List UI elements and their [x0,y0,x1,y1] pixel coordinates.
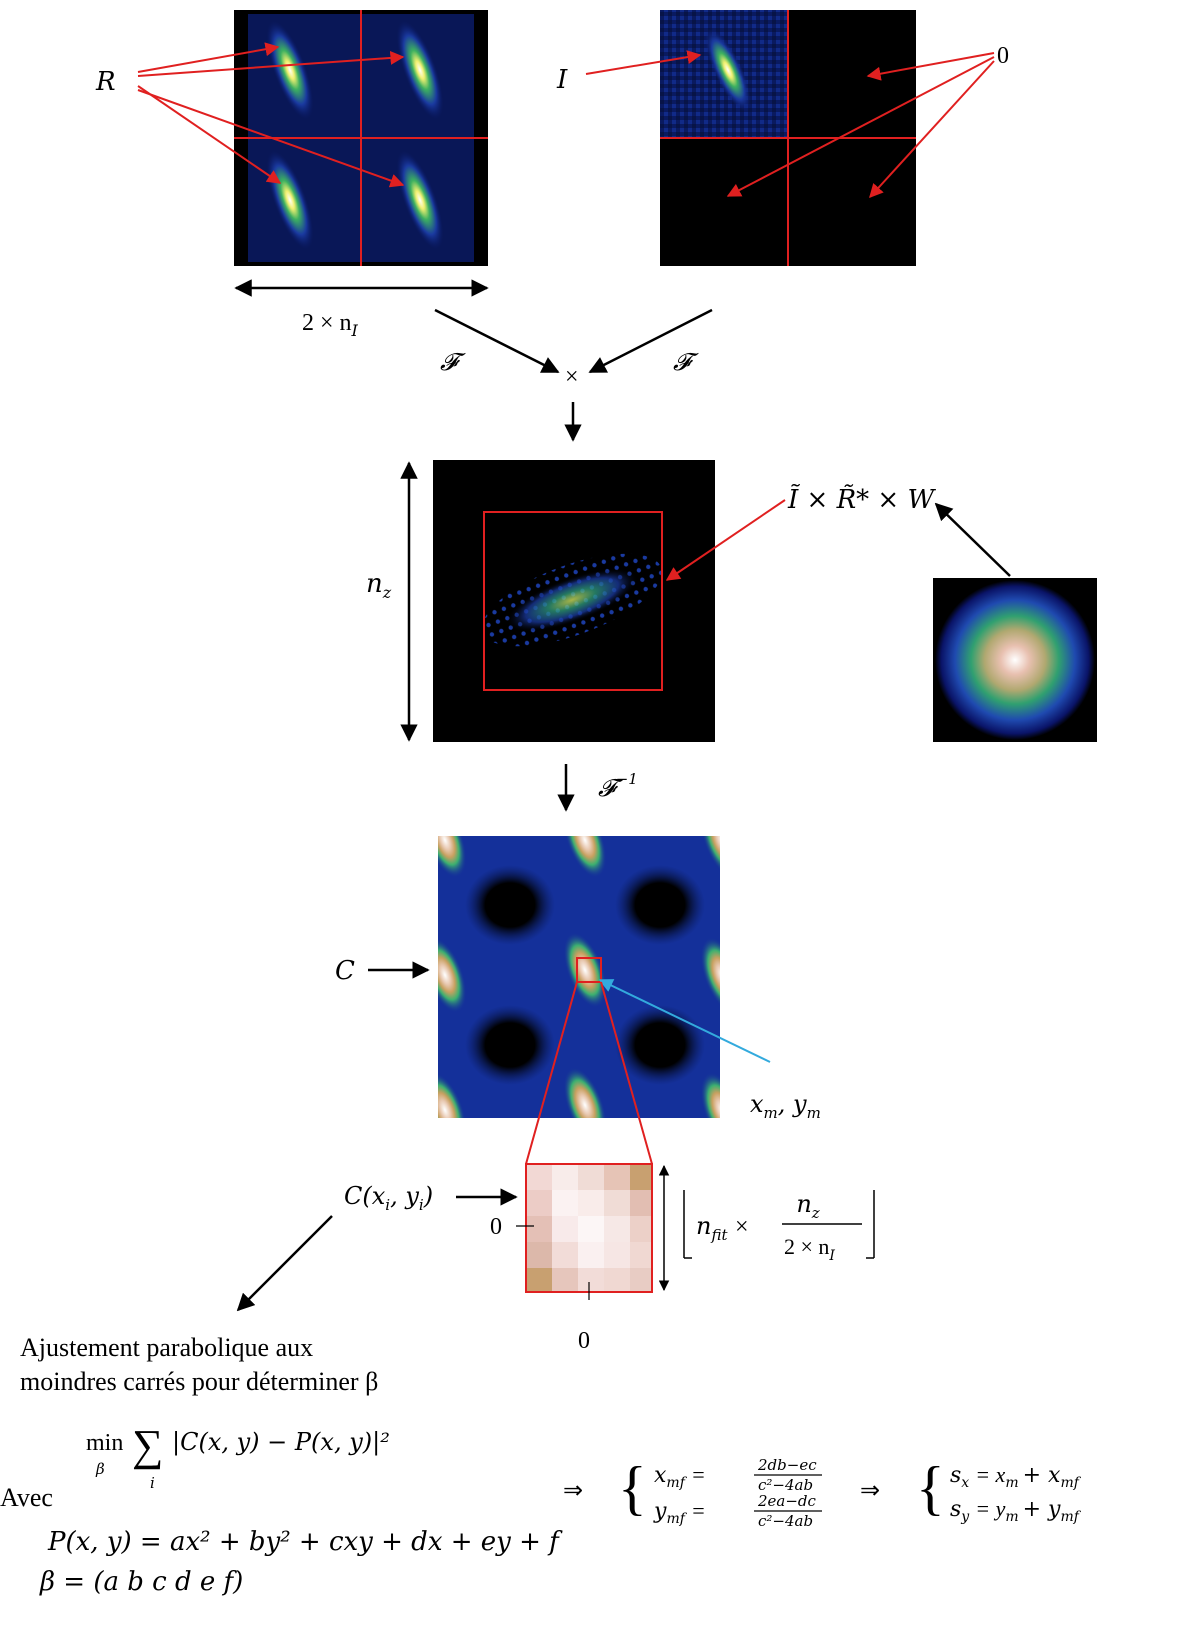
R-arrows [137,42,405,188]
svg-text:2db−ec: 2db−ec [757,1456,817,1474]
times-symbol: × [565,364,579,390]
I-padded-image [660,10,916,266]
min-expression: min β ∑ i |C(x, y) − P(x, y)|² [86,1421,390,1492]
svg-text:c²−4ab: c²−4ab [758,1476,813,1494]
R-tiled-image [234,10,488,266]
F-right-arrow [588,308,713,374]
zoomed-fit-patch [516,1163,653,1300]
R-label: R [95,67,116,97]
beta-definition: β = (a b c d e f) [39,1567,243,1597]
svg-text:nfit×: nfit× [696,1212,750,1244]
two-nI-label: 2 × nI [302,310,359,340]
W-formula-label: Ĩ × R̃* × W [787,483,936,515]
F-left-arrow [434,308,560,374]
implies-2: ⇒ [860,1478,880,1504]
F-right-label: 𝓕 [673,348,699,376]
left-brace-1: { [618,1455,647,1521]
sy-equation: sy= ym+ ymf [950,1496,1082,1525]
svg-text:ymf=: ymf= [653,1498,706,1527]
W-black-arrow [934,502,1011,577]
I-label: I [556,65,568,95]
nz-label: nz [366,569,392,602]
sx-equation: sx= xm+ xmf [950,1462,1082,1491]
F-left-label: 𝓕 [440,348,466,376]
C-xy-label: C(xi, yi) [344,1182,433,1214]
implies-1: ⇒ [563,1478,583,1504]
floor-formula: nfit× nz 2 × nI [683,1190,875,1264]
C-label: C [335,956,355,986]
zero-arrows [726,52,995,199]
svg-text:2ea−dc: 2ea−dc [757,1492,817,1510]
svg-text:i: i [150,1474,155,1492]
fourier-product-image [433,460,715,742]
svg-text:xmf=: xmf= [654,1462,706,1491]
zero-left-label: 0 [490,1214,502,1240]
xm-ym-label: xm, ym [750,1090,821,1122]
svg-text:∑: ∑ [132,1421,163,1470]
zoom-line-right [600,981,653,1165]
correlation-map-image [438,836,720,1118]
svg-text:2 × nI: 2 × nI [784,1234,835,1264]
fit-text-line2: moindres carrés pour déterminer β [20,1367,378,1396]
fit-text-line1: Ajustement parabolique aux [20,1333,313,1362]
zero-bottom-label: 0 [578,1328,590,1354]
svg-text:c²−4ab: c²−4ab [758,1512,813,1530]
I-arrow [585,50,702,75]
fit-arrow [236,1215,333,1312]
svg-text:min: min [86,1430,123,1456]
left-brace-2: { [916,1455,945,1521]
svg-text:nz: nz [796,1190,819,1222]
P-definition: P(x, y) = ax² + by² + cxy + dx + ey + f [47,1527,563,1557]
ymf-equation: ymf= 2ea−dc c²−4ab [653,1492,822,1530]
F-inv-label: 𝓕−1 [598,770,638,802]
avec-label: Avec [0,1483,53,1512]
zoom-line-left [525,981,578,1165]
max-blue-arrow [598,979,771,1063]
svg-text:|C(x, y) − P(x, y)|²: |C(x, y) − P(x, y)|² [172,1428,390,1457]
zero-top-label: 0 [997,43,1009,69]
svg-text:β: β [95,1460,105,1478]
xmf-equation: xmf= 2db−ec c²−4ab [654,1456,822,1494]
W-red-arrow [665,499,786,581]
W-window-image [933,578,1097,742]
